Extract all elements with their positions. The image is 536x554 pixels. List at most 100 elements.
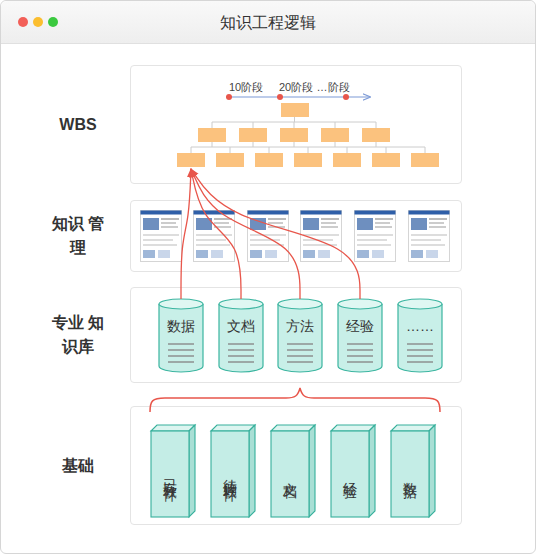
cylinder-top	[278, 299, 322, 309]
diagram-title: 知识工程逻辑	[1, 13, 535, 33]
link-arrow	[181, 169, 191, 299]
record-line	[168, 361, 194, 362]
record-line	[168, 349, 194, 350]
resource-label: 经验	[341, 471, 359, 477]
cylinder-body	[278, 304, 322, 372]
screenshot-thumbnail	[248, 211, 289, 262]
box-top-face	[391, 425, 435, 431]
resource-label: 待购软件	[221, 468, 239, 480]
resource-box: 数据	[390, 424, 436, 518]
wbs-box	[372, 153, 400, 167]
record-line	[228, 349, 254, 350]
database-cylinder: ……	[397, 298, 443, 372]
record-line	[228, 343, 254, 344]
cylinder-top	[219, 299, 263, 309]
record-line	[407, 349, 433, 350]
wbs-box-group	[177, 103, 439, 167]
layer-label: 专业 知识库	[51, 311, 105, 359]
cylinder-body	[159, 304, 203, 372]
record-line	[287, 349, 313, 350]
screenshot-thumbnail	[409, 211, 450, 262]
database-cylinder: 方法	[277, 298, 323, 372]
stage-dot	[226, 94, 232, 100]
cylinder-label: ……	[397, 317, 443, 335]
box-front-face	[391, 431, 429, 517]
record-line	[287, 355, 313, 356]
resource-box: 经验	[330, 424, 376, 518]
layer-panel: WBS	[130, 65, 462, 184]
record-line	[287, 361, 313, 362]
record-line	[407, 355, 433, 356]
box-side-face	[429, 425, 435, 517]
layer-label: 知识 管理	[51, 212, 105, 260]
cylinder-label: 经验	[337, 317, 383, 335]
screenshot-thumbnail	[194, 211, 235, 262]
stage-dot	[343, 94, 349, 100]
cylinder-body	[338, 304, 382, 372]
box-side-face	[369, 425, 375, 517]
record-line	[168, 355, 194, 356]
box-top-face	[151, 425, 195, 431]
link-arrow	[191, 169, 241, 299]
layer-panel: 知识 管理	[130, 200, 462, 272]
layer-panel: 基础已有软件待购软件文档经验数据	[130, 406, 462, 525]
record-line	[228, 355, 254, 356]
record-line	[287, 343, 313, 344]
record-line	[228, 361, 254, 362]
record-line	[347, 355, 373, 356]
wbs-box	[294, 153, 322, 167]
wbs-box	[321, 128, 349, 142]
record-line	[347, 361, 373, 362]
record-line	[407, 361, 433, 362]
layer-panel: 专业 知识库数据文档方法经验……	[130, 287, 462, 383]
timeline-arrow	[226, 96, 370, 97]
window-dot	[33, 17, 43, 27]
wbs-box	[362, 128, 390, 142]
resource-label: 文档	[281, 471, 299, 477]
title-bar: 知识工程逻辑	[1, 1, 535, 44]
resource-box: 待购软件	[210, 424, 256, 518]
cylinder-body	[219, 304, 263, 372]
resource-box: 已有软件	[150, 424, 196, 518]
cylinder-outline	[218, 298, 264, 372]
link-arrow	[191, 169, 300, 299]
screenshot-thumbnail	[301, 211, 342, 262]
cylinder-top	[398, 299, 442, 309]
cylinder-body	[398, 304, 442, 372]
box-front-face	[151, 431, 189, 517]
box-top-face	[211, 425, 255, 431]
box-top-face	[271, 425, 315, 431]
record-line	[347, 349, 373, 350]
wbs-box	[239, 128, 267, 142]
cylinder-outline	[337, 298, 383, 372]
box-top-face	[331, 425, 375, 431]
window-controls	[1, 1, 71, 43]
database-cylinder: 文档	[218, 298, 264, 372]
resource-label: 数据	[401, 471, 419, 477]
box-side-face	[309, 425, 315, 517]
resource-box: 文档	[270, 424, 316, 518]
record-line	[407, 343, 433, 344]
wbs-box	[280, 128, 308, 142]
layer-label: 基础	[51, 454, 105, 478]
stage-dot	[277, 94, 283, 100]
window-dot	[18, 17, 28, 27]
screenshot-thumbnail	[355, 211, 396, 262]
wbs-box	[198, 128, 226, 142]
cylinder-top	[338, 299, 382, 309]
wbs-box	[216, 153, 244, 167]
cylinder-label: 文档	[218, 317, 264, 335]
box-side-face	[189, 425, 195, 517]
box-front-face	[271, 431, 309, 517]
cylinder-label: 数据	[158, 317, 204, 335]
box-side-face	[249, 425, 255, 517]
cylinder-outline	[277, 298, 323, 372]
window-dot	[48, 17, 58, 27]
cylinder-outline	[158, 298, 204, 372]
box-front-face	[331, 431, 369, 517]
link-arrow	[191, 169, 360, 299]
box-front-face	[211, 431, 249, 517]
wbs-box	[411, 153, 439, 167]
tree-line	[191, 117, 425, 153]
